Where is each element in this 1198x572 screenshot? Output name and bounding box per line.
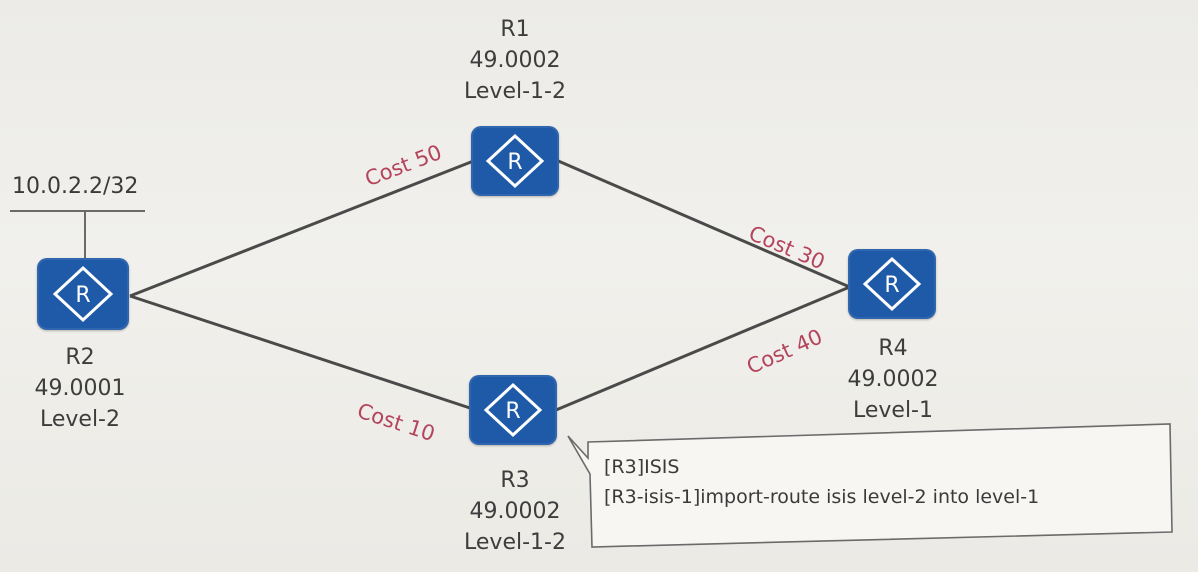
link-r1-r4 — [555, 158, 853, 290]
router-area: 49.0002 — [469, 499, 561, 524]
router-name: R3 — [500, 468, 530, 493]
svg-text:R: R — [75, 283, 90, 308]
link-r3-r4 — [555, 284, 853, 412]
svg-text:R: R — [505, 399, 520, 424]
router-name: R2 — [65, 345, 95, 370]
router-r3: R — [469, 375, 557, 445]
link-r2-r1 — [129, 158, 477, 298]
router-area: 49.0001 — [34, 376, 126, 401]
router-area: 49.0002 — [847, 367, 939, 392]
router-r1-label: R1 49.0002 Level-1-2 — [440, 14, 590, 107]
router-icon: R — [52, 265, 114, 323]
router-icon: R — [485, 133, 545, 189]
router-r2: R — [37, 258, 129, 330]
callout-line-2: [R3-isis-1]import-route isis level-2 int… — [604, 486, 1040, 508]
router-area: 49.0002 — [469, 48, 561, 73]
router-icon: R — [862, 256, 922, 312]
r2-prefix-label: 10.0.2.2/32 — [12, 174, 139, 199]
callout-box — [567, 423, 1173, 548]
router-r1: R — [471, 126, 559, 196]
router-r4-label: R4 49.0002 Level-1 — [818, 333, 968, 426]
link-r2-r3 — [129, 294, 477, 412]
router-r4: R — [848, 249, 936, 319]
router-level: Level-2 — [39, 407, 120, 432]
svg-text:R: R — [507, 150, 522, 175]
router-name: R1 — [500, 17, 530, 42]
router-r2-label: R2 49.0001 Level-2 — [5, 342, 155, 435]
router-level: Level-1-2 — [464, 79, 566, 104]
router-icon: R — [483, 382, 543, 438]
router-r3-label: R3 49.0002 Level-1-2 — [440, 465, 590, 558]
router-level: Level-1 — [852, 398, 933, 423]
router-level: Level-1-2 — [464, 530, 566, 555]
callout-line-1: [R3]ISIS — [604, 456, 680, 478]
router-name: R4 — [878, 336, 908, 361]
svg-text:R: R — [884, 273, 899, 298]
callout-text: [R3]ISIS [R3-isis-1]import-route isis le… — [604, 452, 1039, 512]
